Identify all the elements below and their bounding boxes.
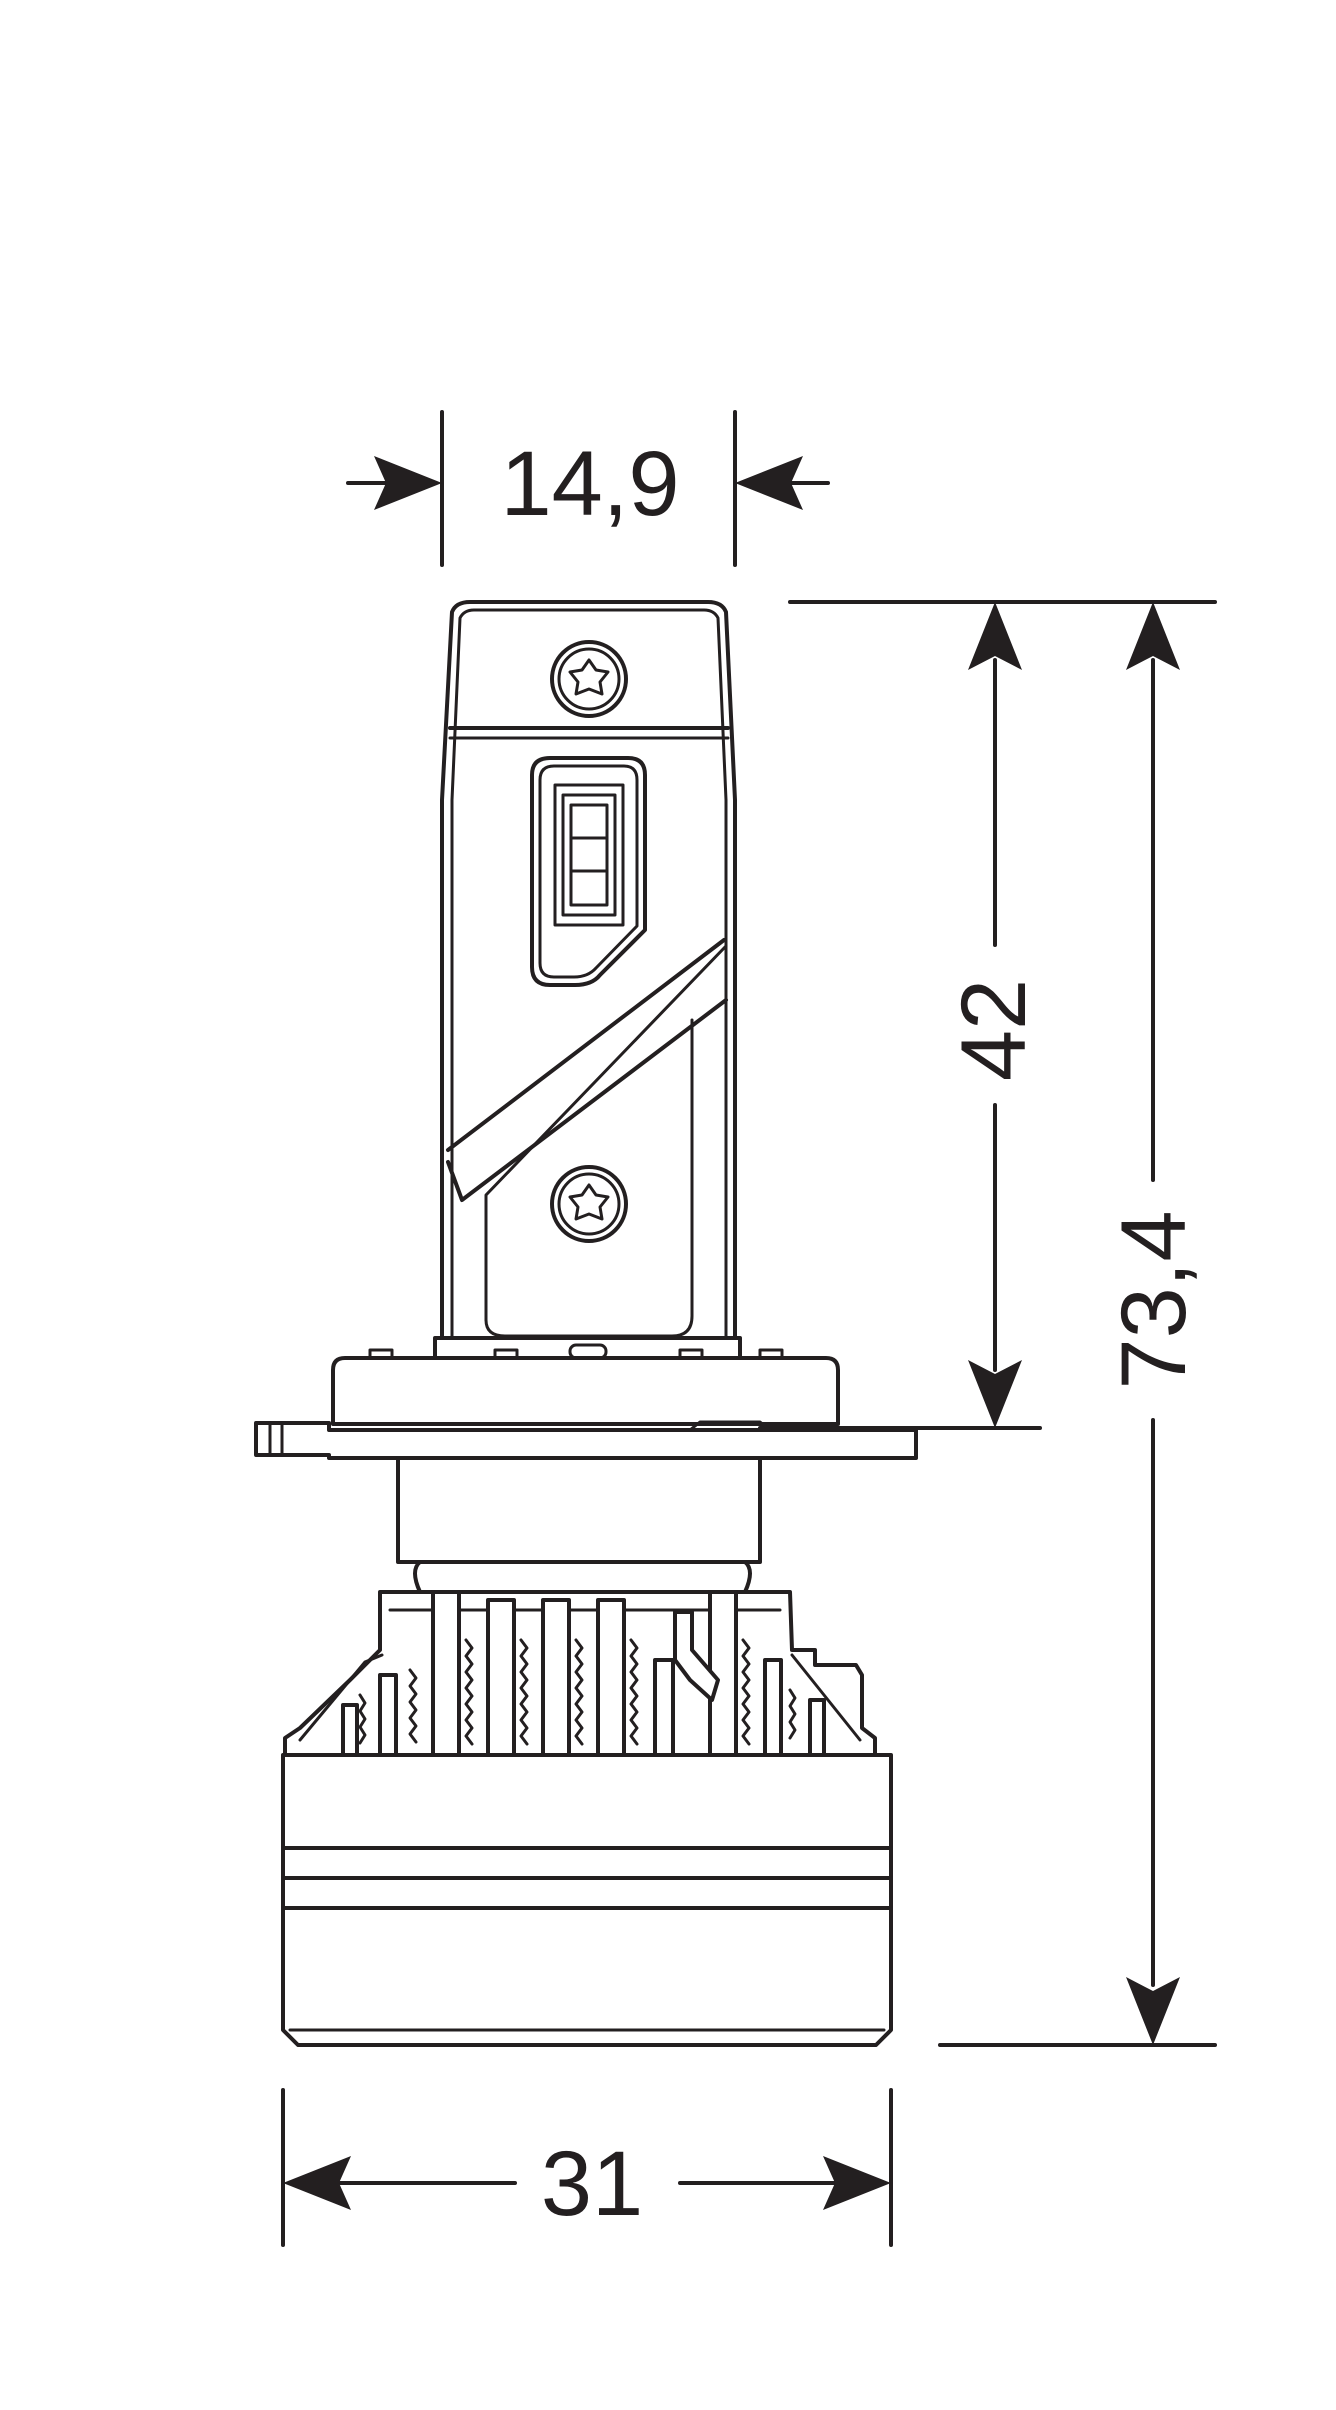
bottom-width-arrow-right xyxy=(823,2156,891,2210)
top-width-arrow-right xyxy=(735,456,803,510)
neck-ring xyxy=(413,1560,752,1594)
base-housing xyxy=(331,1356,840,1426)
head-diagonal-upper xyxy=(446,938,726,1152)
flange-key xyxy=(688,1420,772,1432)
led-head-inner-outline xyxy=(450,608,728,1342)
head-panel-left-edge xyxy=(484,944,728,1322)
upper-height-arrow-top xyxy=(968,602,1022,670)
base-neck xyxy=(396,1456,762,1564)
top-width-dimension: 14,9 xyxy=(346,410,830,567)
upper-height-value: 42 xyxy=(943,979,1045,1081)
bottom-width-value: 31 xyxy=(541,2133,643,2235)
heatsink-fins xyxy=(341,1590,826,1757)
bottom-width-arrow-left xyxy=(283,2156,351,2210)
head-diagonal-lower xyxy=(446,998,728,1202)
heatsink-bevel-left xyxy=(298,1653,384,1742)
heatsink-clip xyxy=(673,1610,720,1702)
fin-texture xyxy=(358,1638,797,1746)
total-height-arrow-bottom xyxy=(1126,1977,1180,2045)
collar-ring xyxy=(433,1336,742,1360)
bulb-collar xyxy=(254,1336,918,1594)
top-screw-icon xyxy=(550,640,628,718)
total-height-value: 73,4 xyxy=(1103,1210,1205,1389)
mounting-flange xyxy=(254,1421,918,1460)
heatsink xyxy=(283,1590,877,1757)
total-height-arrow-top xyxy=(1126,602,1180,670)
led-head-housing xyxy=(440,600,737,1342)
driver-case-band-2 xyxy=(281,1876,893,1910)
bottom-screw-icon xyxy=(550,1165,628,1243)
top-width-arrow-left xyxy=(374,456,442,510)
upper-height-dimension: 42 xyxy=(758,600,1217,1430)
led-head xyxy=(440,600,737,1342)
driver-case xyxy=(281,1753,893,2047)
driver-case-bottom xyxy=(281,1906,893,2047)
upper-height-arrow-bottom xyxy=(968,1360,1022,1428)
top-width-value: 14,9 xyxy=(500,433,679,535)
driver-case-top xyxy=(281,1753,893,1850)
led-chip-icon xyxy=(530,756,647,987)
total-height-dimension: 73,4 xyxy=(938,602,1217,2047)
driver-case-band-1 xyxy=(281,1846,893,1880)
bottom-width-dimension: 31 xyxy=(281,2088,893,2247)
heatsink-bevel-right xyxy=(790,1653,862,1742)
